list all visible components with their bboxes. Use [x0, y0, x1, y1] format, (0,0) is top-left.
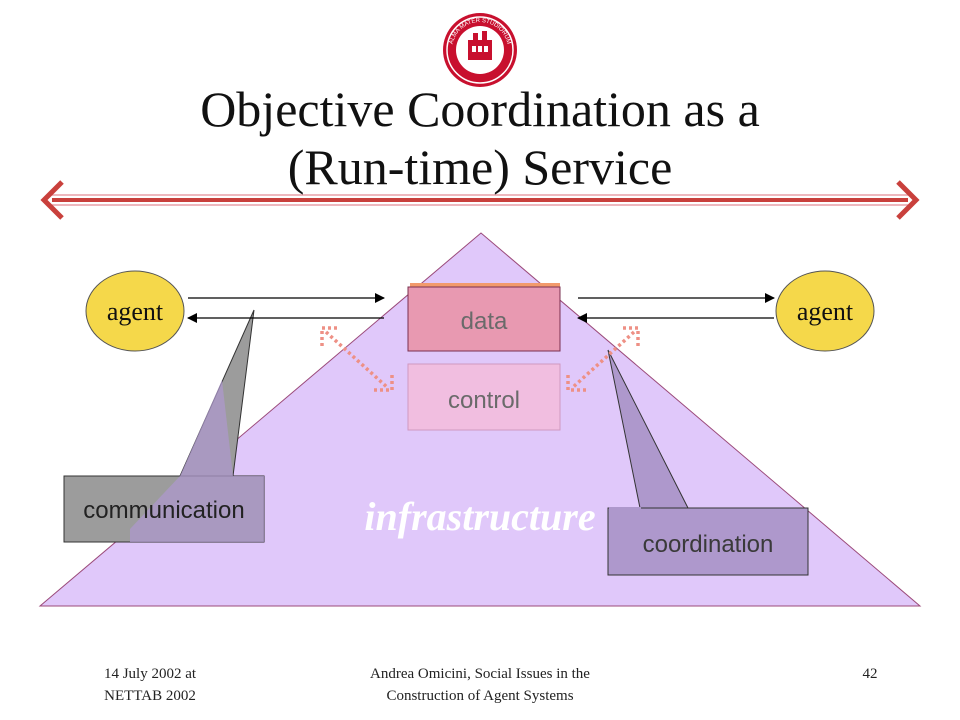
- agent-right-label: agent: [797, 297, 854, 326]
- data-label: data: [461, 308, 508, 335]
- footer-date: 14 July 2002 at NETTAB 2002: [60, 663, 240, 707]
- communication-callout: [63, 309, 265, 543]
- footer-author-line-2: Construction of Agent Systems: [386, 688, 574, 704]
- coordination-label: coordination: [643, 531, 774, 558]
- page-number: 42: [850, 663, 890, 685]
- dotted-arrows: [320, 326, 640, 392]
- coordination-callout: [607, 349, 809, 576]
- slide-title: Objective Coordination as a (Run-time) S…: [80, 80, 880, 196]
- control-box: [407, 363, 561, 431]
- title-divider: [40, 180, 920, 220]
- page-number-value: 42: [862, 666, 878, 682]
- communication-label: communication: [83, 497, 244, 524]
- footer-date-line-2: NETTAB 2002: [104, 688, 196, 704]
- seal-text-bottom: CESENA: [467, 66, 492, 75]
- agent-right: [775, 270, 875, 352]
- title-line-1: Objective Coordination as a: [200, 81, 760, 137]
- title-line-2: (Run-time) Service: [287, 139, 673, 195]
- data-box: [407, 286, 561, 352]
- agent-left: [85, 270, 185, 352]
- agent-left-label: agent: [107, 297, 164, 326]
- university-seal-icon: ALMA MATER STUDIORUM CESENA: [443, 13, 517, 87]
- communication-arrows: [187, 293, 775, 323]
- footer-date-line-1: 14 July 2002 at: [103, 666, 197, 682]
- control-label: control: [448, 387, 520, 414]
- footer-author: Andrea Omicini, Social Issues in the Con…: [300, 663, 660, 707]
- footer-author-line-1: Andrea Omicini, Social Issues in the: [370, 666, 590, 682]
- infrastructure-label: infrastructure: [364, 494, 595, 539]
